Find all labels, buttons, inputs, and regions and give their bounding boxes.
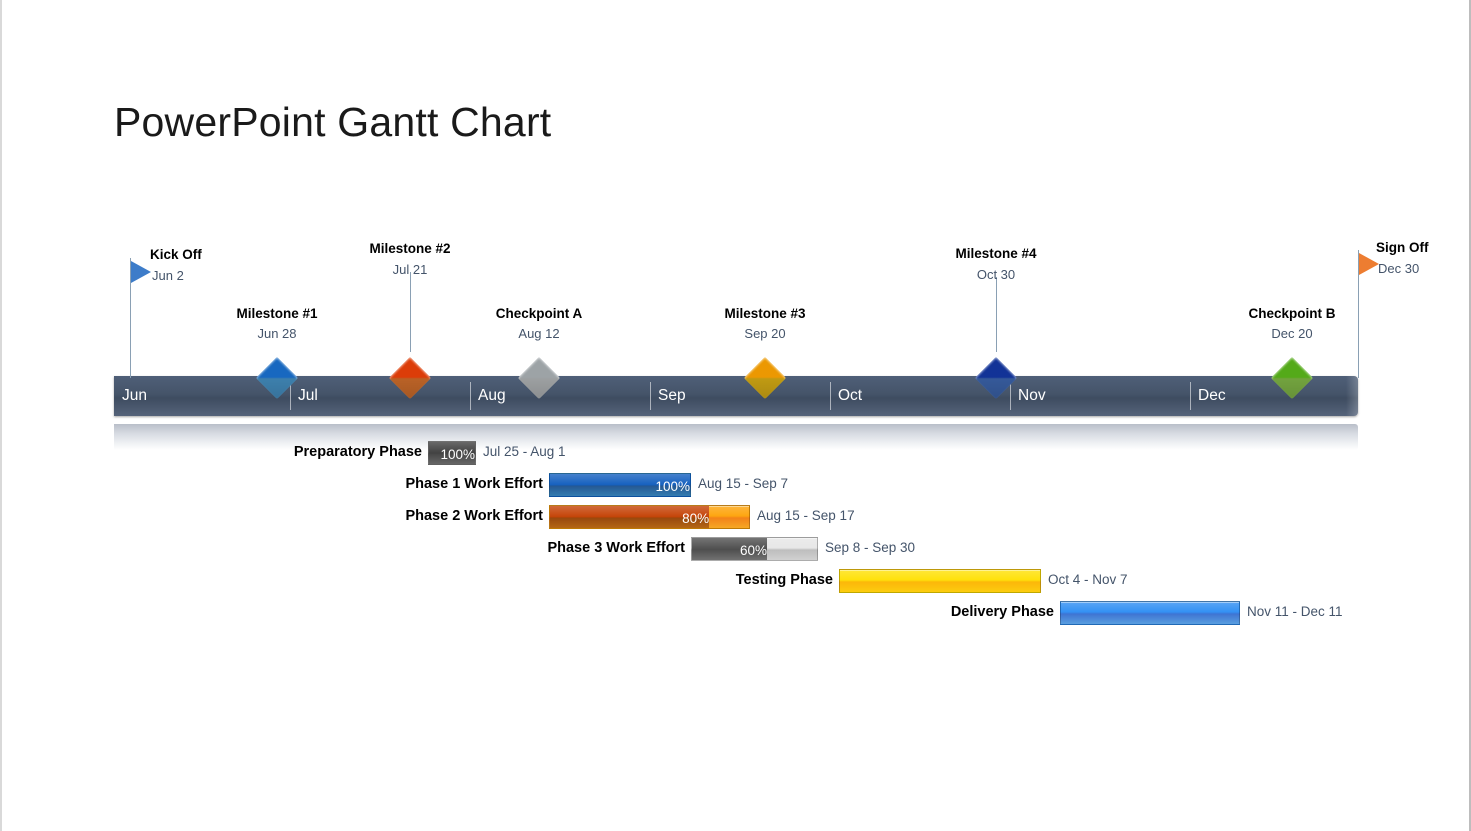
axis-bar-bevel [1346,376,1358,416]
task-dates: Nov 11 - Dec 11 [1247,604,1343,619]
month-label-dec: Dec [1190,376,1370,416]
task-bar[interactable]: 60% [691,537,818,561]
task-progress-fill [550,506,710,528]
task-progress-label: 100% [440,446,475,462]
month-text: Nov [1018,387,1046,404]
month-label-nov: Nov [1010,376,1190,416]
axis-bar-reflection [114,424,1358,450]
month-label-jun: Jun [114,376,290,416]
milestone-date: Oct 30 [976,267,1016,282]
month-divider [470,382,471,410]
month-text: Jun [122,387,147,404]
task-dates: Aug 15 - Sep 17 [757,508,855,523]
task-label: Phase 1 Work Effort [405,476,543,492]
milestone-label: Checkpoint B [1248,306,1336,321]
task-label: Delivery Phase [950,604,1054,620]
month-divider [1190,382,1191,410]
milestone-label: Kick Off [150,247,202,262]
task-label: Phase 3 Work Effort [547,540,685,556]
milestone-date: Jul 21 [392,262,428,277]
task-progress-fill [550,474,690,496]
month-text: Dec [1198,387,1226,404]
task-progress-fill [692,538,767,560]
task-bar-shine [840,570,1040,581]
task-dates: Oct 4 - Nov 7 [1048,572,1128,587]
task-progress-label: 80% [682,510,710,526]
task-row[interactable]: Phase 1 Work Effort 100% Aug 15 - Sep 7 [0,473,1471,497]
month-label-oct: Oct [830,376,1010,416]
task-progress-fill [429,442,475,464]
task-bar[interactable]: 80% [549,505,750,529]
task-row[interactable]: Testing Phase Oct 4 - Nov 7 [0,569,1471,593]
month-label-sep: Sep [650,376,830,416]
month-text: Jul [298,387,318,404]
task-label: Phase 2 Work Effort [405,508,543,524]
milestone-stem [1358,250,1359,378]
milestone-label: Milestone #4 [955,246,1037,261]
task-bar[interactable]: 100% [549,473,691,497]
task-bar-shine [1061,602,1239,613]
milestone-date: Jun 2 [152,268,184,283]
milestone-stem [130,258,131,378]
milestone-date: Dec 20 [1271,326,1313,341]
milestone-stem [996,277,997,352]
task-label: Testing Phase [735,572,833,588]
milestone-date: Dec 30 [1378,261,1420,276]
month-text: Oct [838,387,863,404]
task-row[interactable]: Phase 2 Work Effort 80% Aug 15 - Sep 17 [0,505,1471,529]
milestone-label: Sign Off [1376,240,1429,255]
month-divider [650,382,651,410]
task-bar[interactable] [1060,601,1240,625]
task-dates: Sep 8 - Sep 30 [825,540,916,555]
milestone-flag-icon[interactable] [1359,253,1379,275]
month-text: Sep [658,387,686,404]
milestone-stem [410,272,411,352]
milestone-label: Milestone #3 [724,306,806,321]
task-bar[interactable]: 100% [428,441,476,465]
milestone-label: Checkpoint A [495,306,583,321]
milestone-date: Jun 28 [257,326,297,341]
milestone-label: Milestone #1 [236,306,318,321]
month-label-jul: Jul [290,376,470,416]
month-divider [1010,382,1011,410]
task-label: Preparatory Phase [293,444,422,460]
milestone-date: Sep 20 [744,326,786,341]
milestone-flag-icon[interactable] [131,261,151,283]
month-divider [830,382,831,410]
task-bar[interactable] [839,569,1041,593]
month-divider [290,382,291,410]
task-progress-label: 100% [655,478,690,494]
task-dates: Aug 15 - Sep 7 [698,476,789,491]
task-progress-label: 60% [739,542,767,558]
month-text: Aug [478,387,506,404]
task-row[interactable]: Phase 3 Work Effort 60% Sep 8 - Sep 30 [0,537,1471,561]
task-row[interactable]: Delivery Phase Nov 11 - Dec 11 [0,601,1471,625]
month-axis-bar [114,376,1358,416]
page-title: PowerPoint Gantt Chart [114,99,552,145]
month-label-aug: Aug [470,376,650,416]
task-row[interactable]: Preparatory Phase 100% Jul 25 - Aug 1 [0,441,1471,465]
task-dates: Jul 25 - Aug 1 [483,444,566,459]
milestone-date: Aug 12 [518,326,560,341]
milestone-label: Milestone #2 [369,241,451,256]
